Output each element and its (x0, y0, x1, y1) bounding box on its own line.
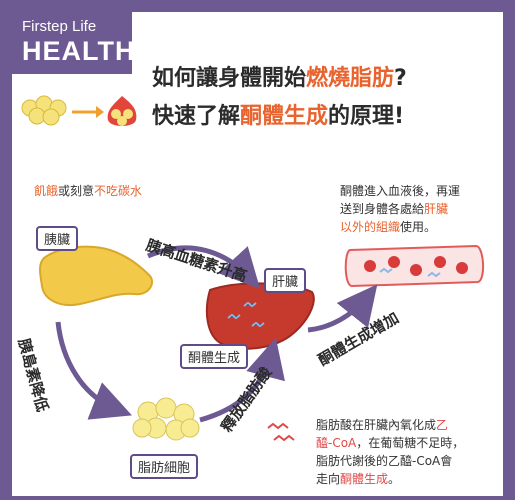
trigger-label: 飢餓或刻意不吃碳水 (34, 182, 142, 200)
fa-note-line1: 脂肪酸在肝臟內氧化成 (316, 418, 437, 432)
subtitle-punct: 的原理! (328, 104, 405, 129)
blood-note-hl1: 肝臟 (424, 202, 449, 216)
trigger-hl2: 不吃碳水 (94, 184, 143, 198)
fat-cell-label: 脂肪細胞 (130, 454, 199, 479)
ketone-arrow (307, 284, 378, 333)
trigger-hl1: 飢餓 (34, 184, 59, 198)
blood-note-line2: 送到身體各處給 (340, 202, 425, 216)
blood-vessel-icon (344, 244, 484, 288)
fa-note-line4c: 。 (388, 472, 401, 486)
fatty-acid-note: 脂肪酸在肝臟內氧化成乙 醯-CoA，在葡萄糖不足時， 脂肪代謝後的乙醯-CoA會… (316, 416, 464, 488)
liver-label: 肝臟 (264, 268, 307, 293)
fa-note-hl1: 乙 (436, 418, 449, 432)
pancreas-label: 胰臟 (36, 226, 79, 251)
pancreas-icon (39, 245, 153, 306)
trigger-text: 或刻意 (58, 184, 95, 198)
fatty-acid-squiggle-icon (267, 422, 295, 442)
ketone-particles-icon (227, 301, 265, 328)
blood-note: 酮體進入血液後，再運 送到身體各處給肝臟 以外的組織使用。 (340, 182, 460, 236)
fa-note-hl3: 酮體生成 (340, 472, 389, 486)
liver-icon (205, 282, 315, 350)
blood-note-line1: 酮體進入血液後，再運 (340, 184, 461, 198)
fa-note-line3: 脂肪代謝後的乙醯-CoA會 (316, 454, 453, 468)
blood-note-line3: 使用。 (400, 220, 437, 234)
fat-cells-icon (21, 95, 67, 126)
fa-note-line4a: 走向 (316, 472, 341, 486)
subtitle-text: 快速了解 (152, 104, 241, 129)
title-highlight: 燃燒脂肪 (306, 66, 395, 91)
brand-line1: Firstep Life (22, 18, 97, 35)
title-line2: 快速了解酮體生成的原理! (152, 98, 404, 130)
fa-note-line2: ，在葡萄糖不足時， (356, 436, 465, 450)
subtitle-highlight: 酮體生成 (240, 104, 329, 129)
brand-line2: HEALTH (22, 36, 136, 66)
title-line1: 如何讓身體開始燃燒脂肪? (152, 60, 407, 92)
insulin-arrow (55, 321, 132, 420)
brand-logo: Firstep Life HEALTH (12, 12, 135, 74)
title-punct: ? (394, 66, 407, 91)
blood-note-hl2: 以外的組織 (340, 220, 401, 234)
title-text: 如何讓身體開始 (152, 66, 307, 91)
ketone-label: 酮體生成 (180, 344, 249, 369)
fat-cell-cluster-icon (132, 397, 200, 441)
glucagon-arrow (147, 245, 261, 290)
fa-note-hl2: 醯-CoA (316, 436, 357, 450)
fatty-acid-arrow (199, 337, 285, 423)
flame-icon (107, 96, 137, 126)
